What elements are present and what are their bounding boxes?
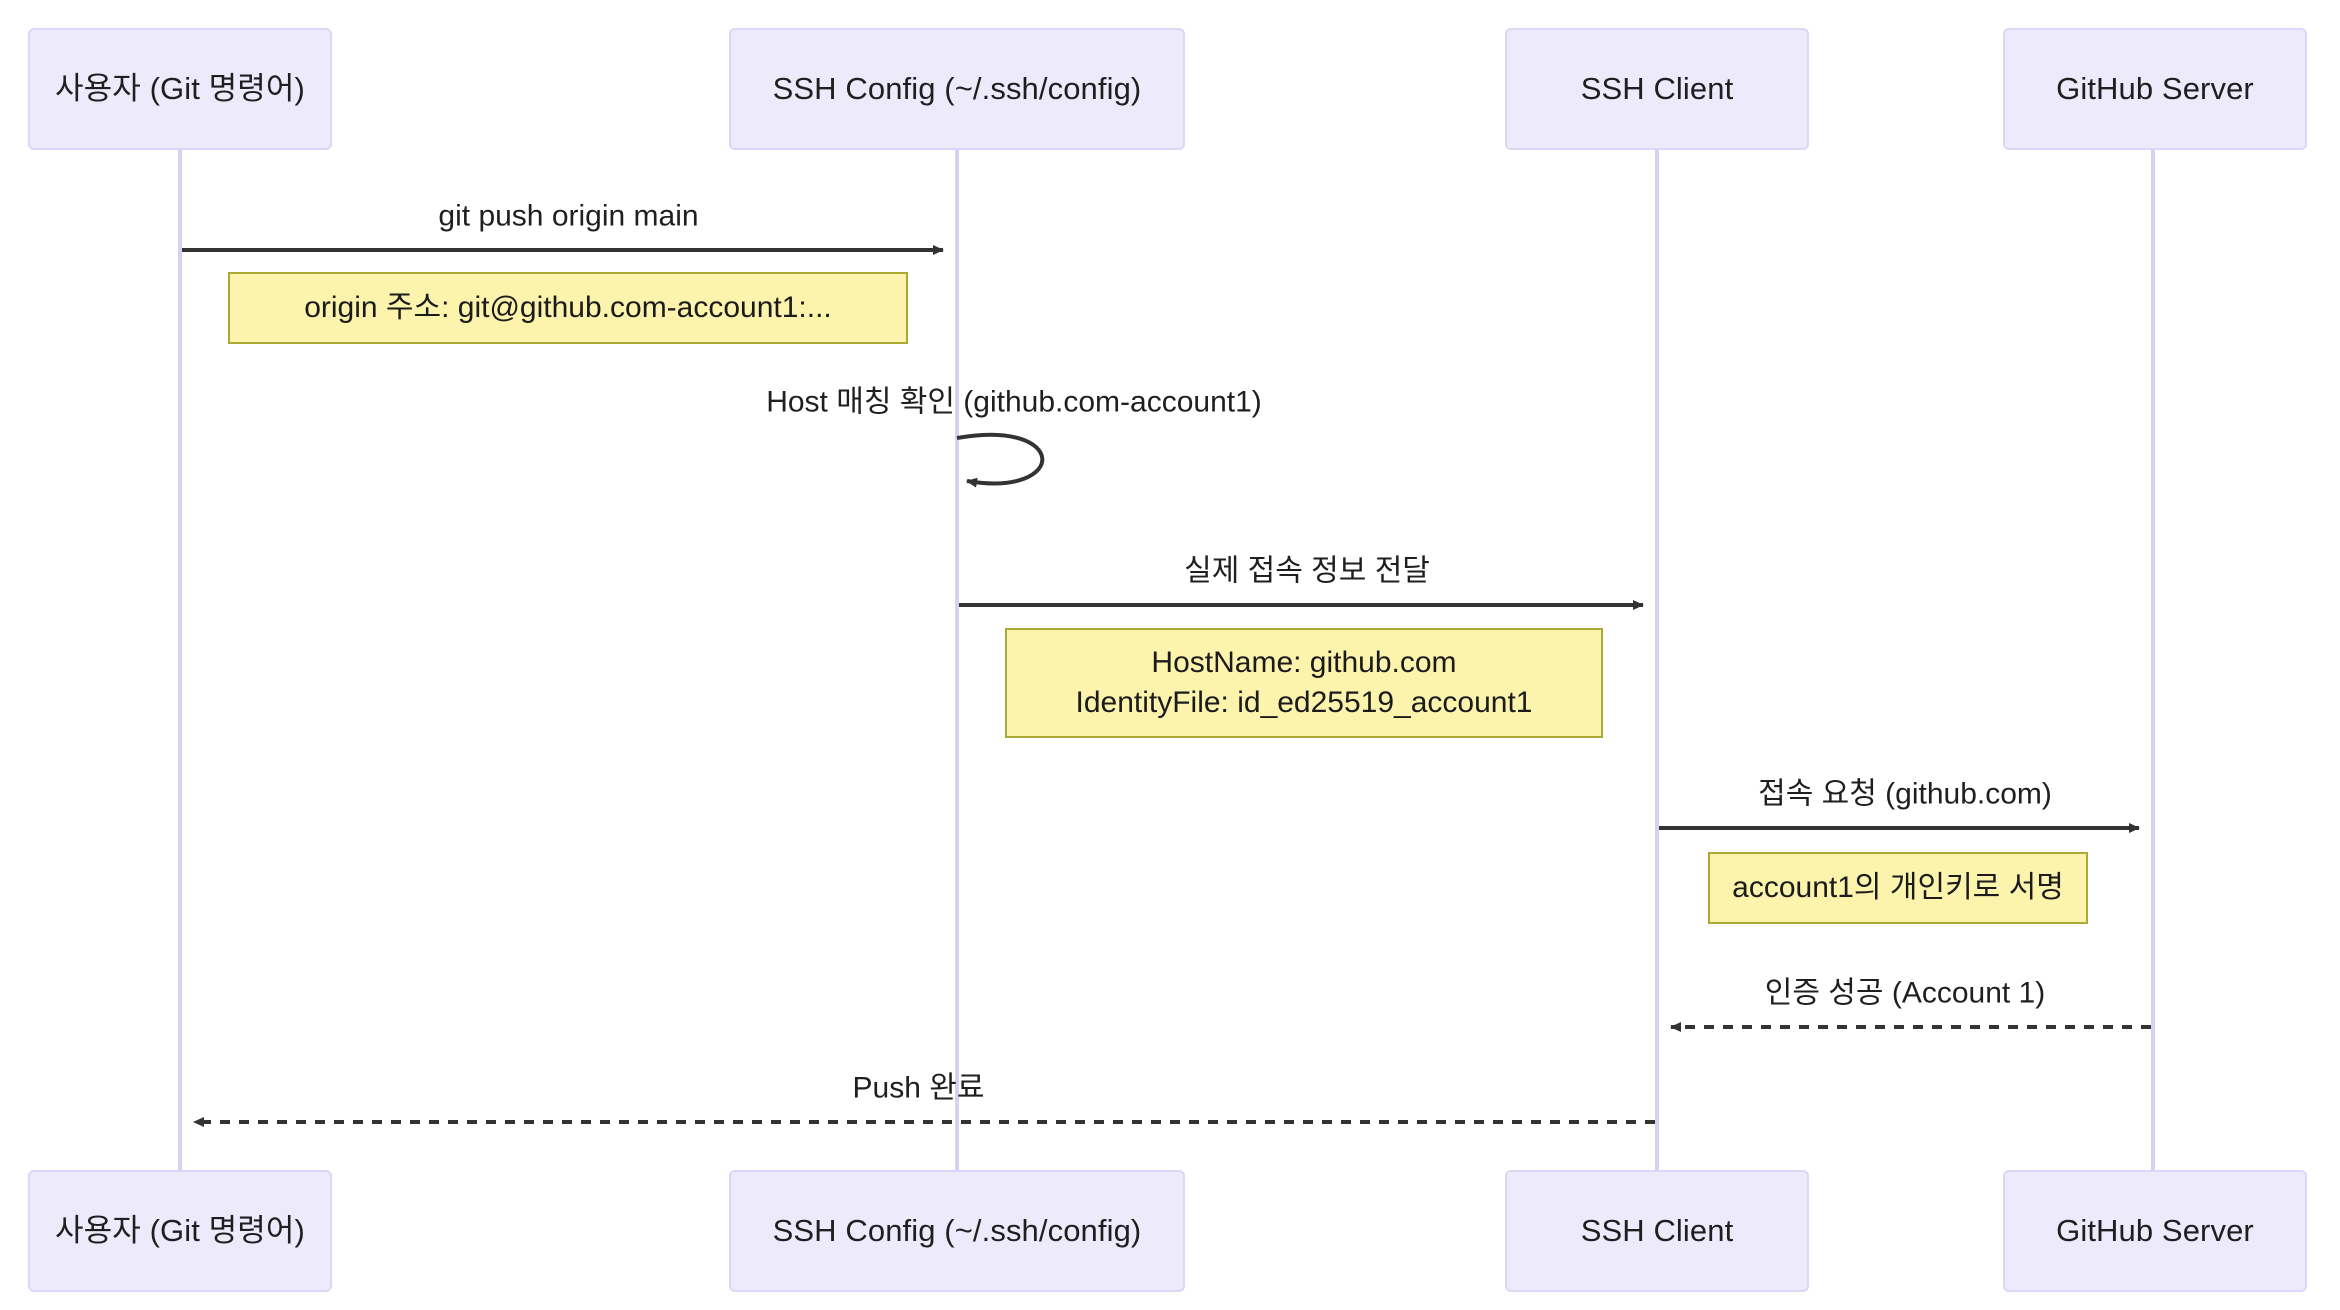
participant-bottom-config[interactable]: SSH Config (~/.ssh/config) bbox=[729, 1170, 1185, 1292]
note-text-line: HostName: github.com bbox=[1151, 645, 1457, 679]
participant-bottom-server[interactable]: GitHub Server bbox=[2003, 1170, 2307, 1292]
participant-label: SSH Client bbox=[1580, 1213, 1734, 1249]
participant-label: 사용자 (Git 명령어) bbox=[55, 1213, 305, 1249]
participant-top-server[interactable]: GitHub Server bbox=[2003, 28, 2307, 150]
participant-label: GitHub Server bbox=[2056, 71, 2254, 107]
participant-label: SSH Config (~/.ssh/config) bbox=[772, 71, 1142, 107]
note-n3: account1의 개인키로 서명 bbox=[1708, 852, 2088, 924]
message-label-m4: 접속 요청 (github.com) bbox=[1758, 777, 2052, 811]
message-arrows bbox=[182, 245, 2151, 1127]
participant-label: SSH Config (~/.ssh/config) bbox=[772, 1213, 1142, 1249]
message-label-m3: 실제 접속 정보 전달 bbox=[1184, 554, 1430, 588]
participant-bottom-client[interactable]: SSH Client bbox=[1505, 1170, 1809, 1292]
participant-top-user[interactable]: 사용자 (Git 명령어) bbox=[28, 28, 332, 150]
participant-top-config[interactable]: SSH Config (~/.ssh/config) bbox=[729, 28, 1185, 150]
note-text-line: IdentityFile: id_ed25519_account1 bbox=[1075, 686, 1533, 719]
lifelines bbox=[178, 150, 2155, 1170]
note-text-line: origin 주소: git@github.com-account1:... bbox=[304, 290, 832, 324]
participant-label: SSH Client bbox=[1580, 71, 1734, 107]
message-label-m1: git push origin main bbox=[438, 199, 699, 233]
message-label-m6: Push 완료 bbox=[852, 1071, 985, 1105]
participant-bottom-user[interactable]: 사용자 (Git 명령어) bbox=[28, 1170, 332, 1292]
participant-label: GitHub Server bbox=[2056, 1213, 2254, 1249]
participant-label: 사용자 (Git 명령어) bbox=[55, 71, 305, 107]
note-n1: origin 주소: git@github.com-account1:... bbox=[228, 272, 908, 344]
participant-top-client[interactable]: SSH Client bbox=[1505, 28, 1809, 150]
message-arrow-m2 bbox=[956, 432, 1045, 488]
message-label-m5: 인증 성공 (Account 1) bbox=[1764, 976, 2046, 1010]
message-label-m2: Host 매칭 확인 (github.com-account1) bbox=[766, 385, 1262, 419]
note-text-line: account1의 개인키로 서명 bbox=[1732, 870, 2064, 904]
